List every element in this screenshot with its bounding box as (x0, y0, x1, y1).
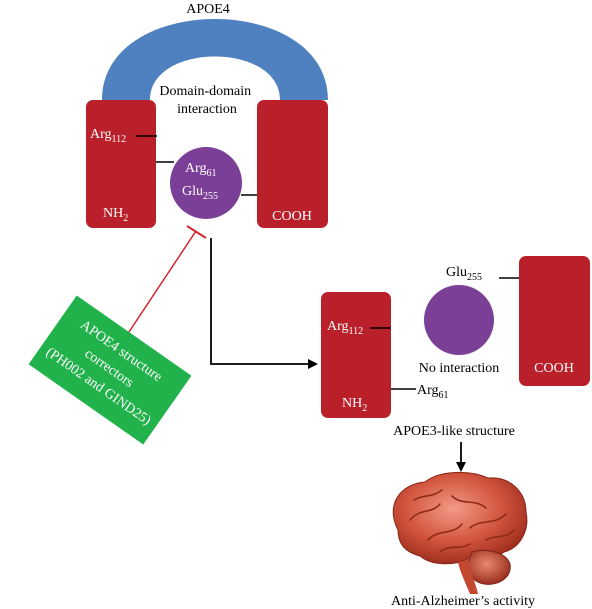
corrector-box: APOE4 structure correctors (PH002 and GI… (28, 295, 192, 445)
corrector-box-bg (28, 295, 192, 445)
apoe3-nterminal-domain (321, 292, 391, 418)
apoe4-glu255-base: Glu (182, 184, 203, 199)
apoe4-arg61-label: Arg61 (185, 161, 217, 179)
brain-cerebrum (392, 471, 528, 565)
apoe3-arg61-label: Arg61 (417, 383, 449, 401)
apoe3-nh2-label: NH2 (342, 396, 367, 414)
apoe3-arg61-sub: 61 (439, 390, 449, 401)
brain-cerebellum (467, 550, 511, 585)
apoe3-glu255-base: Glu (446, 265, 467, 280)
apoe3-arg112-base: Arg (327, 319, 349, 334)
apoe4-interaction-circle (170, 147, 242, 219)
apoe4-nterminal-domain (86, 100, 156, 228)
apoe4-arg112-label: Arg112 (90, 127, 126, 145)
apoe3-cterminal-domain (519, 256, 590, 386)
domain-interaction-arch (102, 19, 328, 100)
domain-interaction-line2: interaction (177, 102, 237, 117)
apoe4-cterminal-domain (257, 100, 328, 228)
apoe3-cooh-label: COOH (534, 361, 574, 376)
apoe3-arg112-sub: 112 (349, 326, 364, 337)
apoe3-glu255-label: Glu255 (446, 265, 482, 283)
domain-interaction-label: Domain-domain interaction (159, 84, 254, 117)
apoe3-free-circle (424, 285, 494, 355)
apoe4-glu255-label: Glu255 (182, 184, 218, 202)
inhibition-line (126, 230, 197, 336)
apoe4-title: APOE4 (186, 2, 230, 17)
brain-icon (392, 471, 528, 594)
conversion-arrow (210, 238, 318, 369)
domain-interaction-line1: Domain-domain (159, 84, 251, 99)
apoe3-structure-label: APOE3-like structure (393, 424, 515, 439)
anti-alzheimers-label: Anti-Alzheimer’s activity (391, 594, 535, 609)
apoe4-arg112-sub: 112 (112, 134, 127, 145)
brain-stem (458, 560, 478, 594)
apoe3-nh2-sub: 2 (362, 403, 367, 414)
brain-folds (409, 489, 515, 553)
apoe3-glu255-sub: 255 (467, 272, 482, 283)
apoe4-arg112-base: Arg (90, 127, 112, 142)
apoe3-arg112-label: Arg112 (327, 319, 363, 337)
apoe4-cooh-label: COOH (272, 209, 312, 224)
apoe3-nh2-base: NH (342, 396, 362, 411)
apoe3-arg61-base: Arg (417, 383, 439, 398)
inhibition-bar (186, 225, 207, 239)
no-interaction-label: No interaction (419, 361, 499, 376)
apoe4-nh2-label: NH2 (103, 206, 128, 224)
apoe4-nh2-base: NH (103, 206, 123, 221)
apoe4-glu255-sub: 255 (203, 191, 218, 202)
apoe4-arg61-sub: 61 (207, 168, 217, 179)
apoe4-nh2-sub: 2 (123, 213, 128, 224)
apoe4-arg61-base: Arg (185, 161, 207, 176)
